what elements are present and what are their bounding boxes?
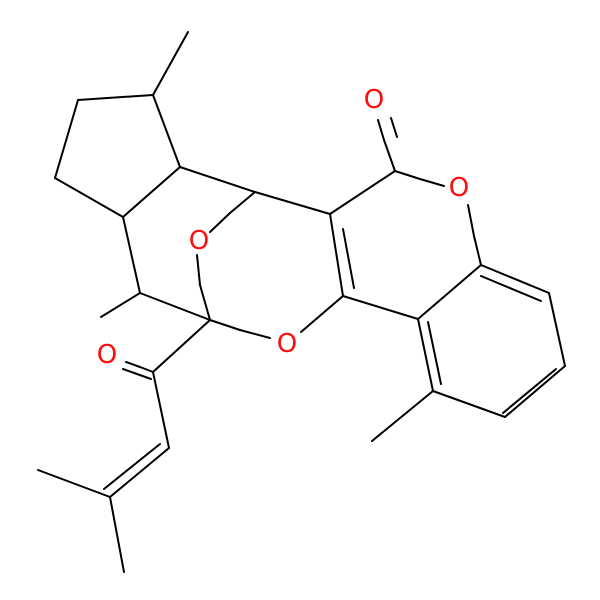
bond-segment xyxy=(329,213,344,297)
atom-label-ring-oxygen-lactone: O xyxy=(449,173,469,203)
bond-segment xyxy=(152,319,211,373)
bond-segment xyxy=(209,319,241,331)
bond-segment xyxy=(54,177,124,218)
bond-segment xyxy=(109,496,125,573)
bond-segment xyxy=(342,228,355,289)
bond-segment xyxy=(371,390,434,442)
bond-layer xyxy=(37,31,566,573)
bond-segment xyxy=(383,139,396,172)
bond-segment xyxy=(419,178,445,187)
bond-segment xyxy=(229,191,256,214)
bond-segment xyxy=(77,94,154,101)
bond-segment xyxy=(394,170,421,180)
bond-segment xyxy=(467,204,475,237)
atom-label-layer: O O O O O xyxy=(97,85,469,370)
atom-label-ring-oxygen-ketal: O xyxy=(277,329,297,359)
bond-segment xyxy=(329,170,396,215)
bond-segment xyxy=(199,284,211,321)
bond-segment xyxy=(300,313,323,333)
bond-segment xyxy=(196,254,201,286)
bond-segment xyxy=(390,117,398,138)
bond-segment xyxy=(342,295,419,320)
bond-segment xyxy=(417,264,482,320)
bond-segment xyxy=(122,216,141,294)
bond-segment xyxy=(504,365,566,418)
bond-segment xyxy=(37,469,111,498)
bond-segment xyxy=(152,94,181,168)
bond-segment xyxy=(109,447,170,498)
bond-segment xyxy=(136,373,152,380)
bond-segment xyxy=(239,329,271,339)
bond-segment xyxy=(122,166,181,218)
bond-segment xyxy=(100,292,141,318)
bond-segment xyxy=(417,318,434,392)
bond-segment xyxy=(139,366,154,373)
bond-segment xyxy=(480,275,542,302)
bond-segment xyxy=(480,264,550,294)
bond-segment xyxy=(179,166,256,193)
bond-segment xyxy=(427,321,442,385)
bond-segment xyxy=(502,368,557,414)
atom-label-ketone-oxygen: O xyxy=(97,340,117,370)
bond-segment xyxy=(125,361,141,368)
bond-segment xyxy=(152,371,170,449)
bond-segment xyxy=(321,295,344,315)
bond-segment xyxy=(152,31,189,96)
bond-segment xyxy=(209,212,231,233)
bond-segment xyxy=(122,368,138,375)
bond-segment xyxy=(254,191,331,215)
bond-segment xyxy=(54,99,79,179)
bond-segment xyxy=(139,292,211,321)
bond-segment xyxy=(103,443,161,490)
atom-label-carbonyl-oxygen-lactone: O xyxy=(364,85,384,115)
bond-segment xyxy=(377,119,385,141)
bond-segment xyxy=(548,292,566,367)
atom-label-bridge-oxygen: O xyxy=(189,226,209,256)
bond-segment xyxy=(432,390,506,418)
bond-segment xyxy=(473,235,482,266)
